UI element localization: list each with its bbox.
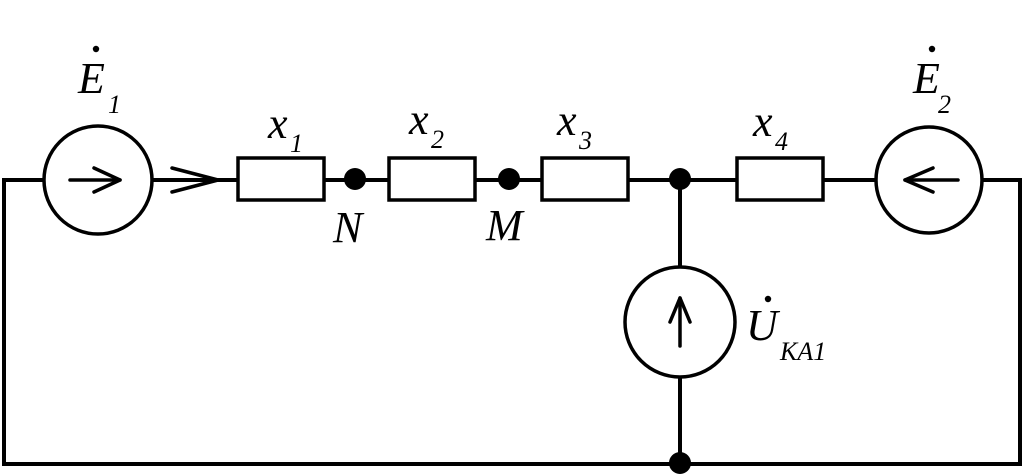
label-x4: x 4	[752, 97, 788, 156]
node-junction-top	[669, 168, 691, 190]
label-x1: x 1	[267, 99, 303, 158]
source-u-ka1	[623, 265, 737, 379]
label-x1-letter: x	[267, 99, 288, 148]
label-x2-index: 2	[431, 125, 444, 154]
label-node-m: M	[485, 201, 525, 250]
label-u-ka1: U KA1	[746, 295, 826, 366]
label-e1-index: 1	[108, 90, 121, 119]
reactance-x4	[735, 156, 825, 202]
label-x3-index: 3	[578, 126, 592, 155]
label-e1: E 1	[77, 45, 121, 119]
label-e2-letter: E	[912, 54, 940, 103]
source-e2-arrow-head-icon	[903, 166, 935, 194]
reactance-x2	[387, 156, 477, 202]
label-e2-dot	[928, 45, 936, 53]
node-m	[498, 168, 520, 190]
label-e1-dot	[92, 45, 100, 53]
label-x3-letter: x	[556, 96, 577, 145]
source-e2	[874, 125, 984, 235]
node-junction-bottom	[669, 452, 691, 474]
label-x3: x 3	[556, 96, 592, 155]
label-x2-letter: x	[408, 95, 429, 144]
node-n	[344, 168, 366, 190]
label-u-index: KA1	[779, 337, 826, 366]
label-x2: x 2	[408, 95, 444, 154]
label-u-dot	[764, 295, 772, 303]
source-u-arrow-head-icon	[668, 296, 692, 324]
source-e1	[42, 124, 154, 236]
label-x1-index: 1	[290, 129, 303, 158]
label-e2: E 2	[912, 45, 951, 119]
reactance-x3	[540, 156, 630, 202]
source-e1-arrow-head-icon	[92, 166, 122, 194]
label-node-n: N	[332, 203, 365, 252]
label-e2-index: 2	[938, 90, 951, 119]
label-x4-index: 4	[775, 127, 788, 156]
label-u-letter: U	[746, 301, 781, 350]
label-x4-letter: x	[752, 97, 773, 146]
label-e1-letter: E	[77, 54, 105, 103]
reactance-x1	[236, 156, 326, 202]
current-arrow-icon	[170, 166, 220, 194]
